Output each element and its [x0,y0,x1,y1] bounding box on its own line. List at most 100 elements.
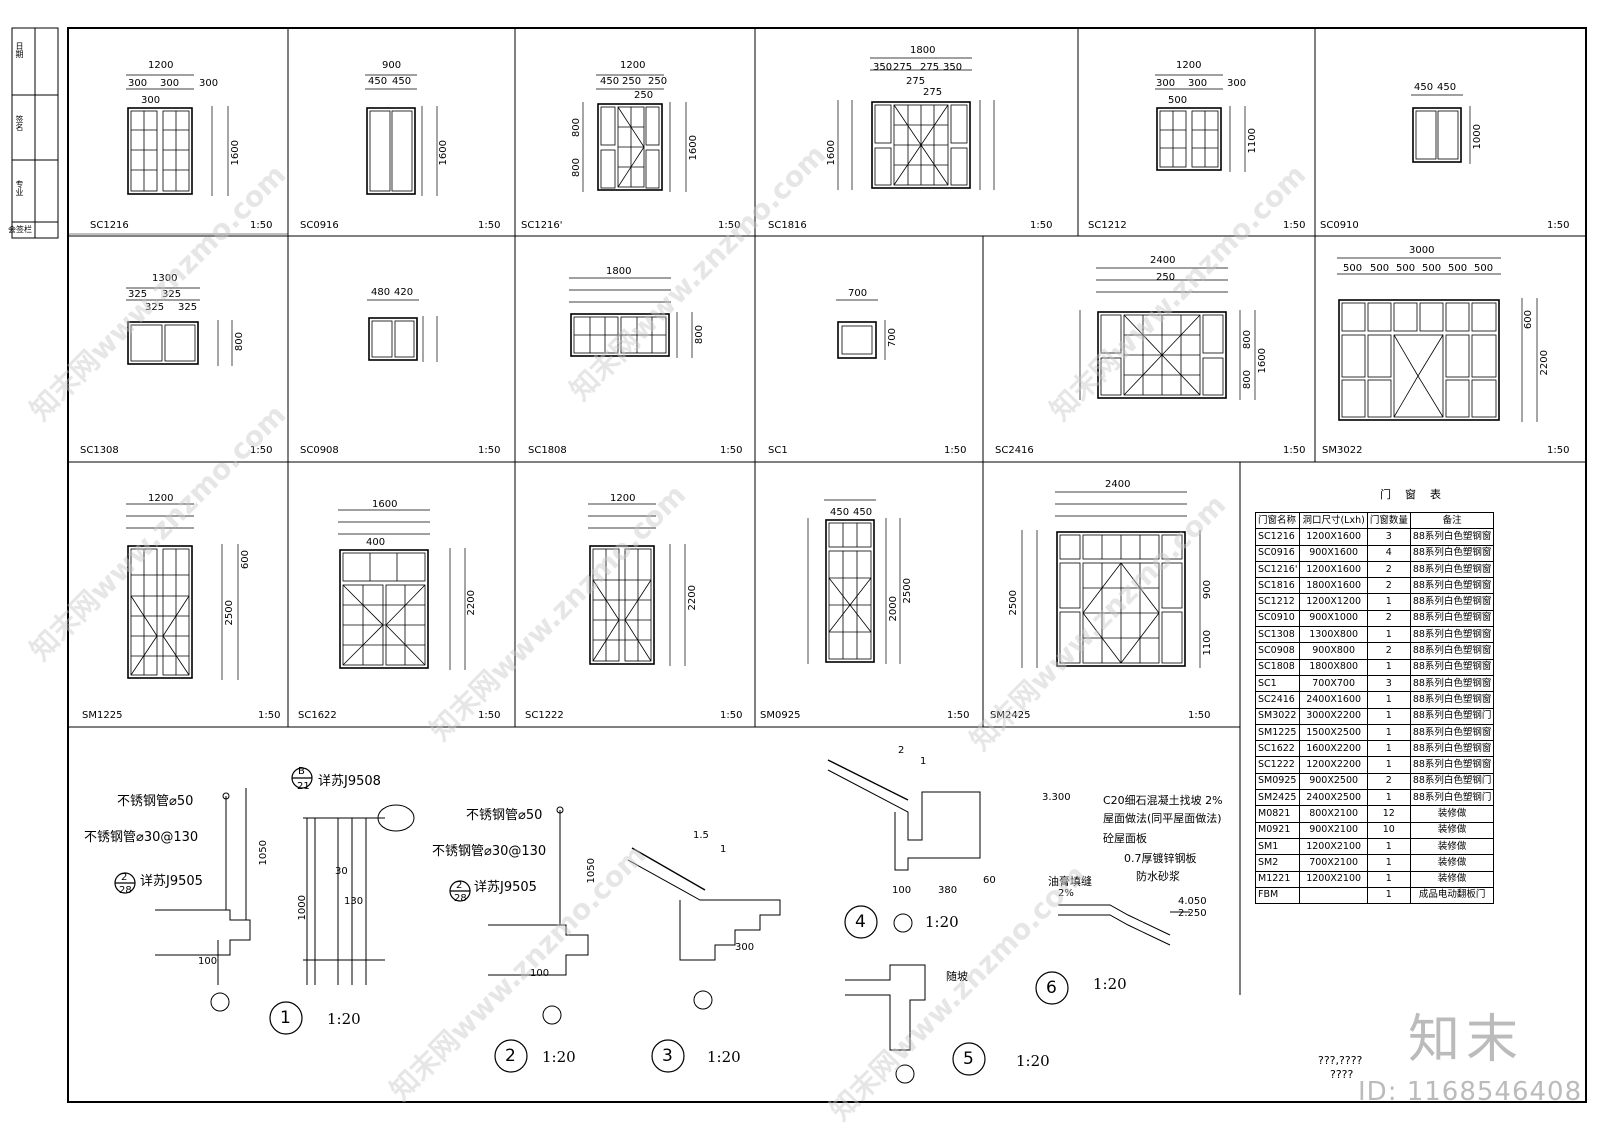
dim-label: 480 [371,287,391,298]
d6-roof: 屋面做法(同平屋面做法) [1103,812,1222,825]
table-cell: 2 [1366,772,1411,791]
window-sc0908 [368,317,418,361]
dim-label: 1000 [1472,124,1483,150]
table-cell: 88系列白色塑钢窗 [1409,560,1495,579]
dim-60: 60 [983,875,996,886]
dim-label: 325 [178,302,198,313]
table-cell: SM1 [1254,837,1301,856]
table-cell: SM2 [1254,854,1301,872]
panel-code: SC1216 [90,220,129,231]
table-cell: 1 [1366,789,1411,807]
table-cell: M1221 [1254,870,1301,888]
panel-code: SC1 [768,445,788,456]
table-cell: 1200X1200 [1299,593,1368,611]
detail-bubble-1 [269,1001,303,1035]
panel-scale: 1:50 [718,220,741,231]
dim-label: 1200 [1176,60,1202,71]
table-cell: 900X800 [1299,642,1368,660]
table-cell: 1300X800 [1299,626,1368,644]
table-cell: SC0910 [1254,609,1301,628]
dim-label: 325 [145,302,165,313]
d1-tube50: 不锈钢管⌀50 [117,794,194,809]
table-cell: 4 [1366,544,1411,562]
panel-scale: 1:50 [1547,445,1570,456]
d6-fill: 油膏填缝 [1048,875,1092,888]
detail-bubble-3 [651,1039,685,1073]
dim-label: 2400 [1150,255,1176,266]
dim-label: 700 [887,328,898,348]
table-cell: 10 [1366,821,1411,839]
table-cell: 900X1600 [1299,544,1368,562]
table-cell: 1 [1366,870,1411,888]
bubble-28b: 28 [454,893,467,904]
table-cell: 装修做 [1409,870,1495,888]
detail-scale-6: 1:20 [1093,975,1127,993]
window-sc0910 [1412,107,1462,163]
panel-code: SM2425 [990,710,1031,721]
table-cell [1299,886,1368,905]
table-cell: SC1622 [1254,740,1301,758]
table-cell: 2 [1366,642,1411,660]
table-cell: 成品电动翻板门 [1409,886,1495,905]
detail-num-4: 4 [855,912,866,932]
table-cell: 88系列白色塑钢窗 [1409,691,1495,709]
table-cell: SC1222 [1254,756,1301,774]
detail-bubble-5 [952,1042,986,1076]
dim-label: 350 [943,62,963,73]
dim-label: 250 [622,76,642,87]
table-cell: SC1808 [1254,658,1301,676]
dim-label: 500 [1474,263,1494,274]
detail-bubble-2 [494,1039,528,1073]
table-cell: 3 [1366,674,1411,693]
table-cell: 1 [1366,886,1411,905]
detail-bubble-4 [844,905,878,939]
table-cell: M0821 [1254,805,1301,823]
d6-slope: 2% [1058,888,1074,899]
table-cell: 88系列白色塑钢门 [1409,789,1495,807]
slope-1b: 1 [920,756,927,767]
table-cell: 2400X2500 [1299,789,1368,807]
dim-label: 300 [128,78,148,89]
dim-label: 300 [1156,78,1176,89]
dim-label: 1600 [372,499,398,510]
dim-130: 130 [344,896,364,907]
dim-label: 1300 [152,273,178,284]
dim-100b: 100 [198,956,218,967]
panel-scale: 1:50 [720,710,743,721]
dim-30: 30 [335,866,348,877]
dim-label: 350 [873,62,893,73]
table-cell: SM0925 [1254,772,1301,791]
bubble-b: B [298,766,305,777]
dim-label: 500 [1168,95,1188,106]
dim-label: 325 [162,289,182,300]
detail-bubble-6 [1035,971,1069,1005]
detail-num-5: 5 [963,1049,974,1069]
panel-code: SC1222 [525,710,564,721]
dim-label: 900 [382,60,402,71]
window-sc1816 [871,101,971,189]
table-cell: 1200X1600 [1299,528,1368,546]
watermark-id: ID: 1168546408 [1358,1077,1583,1107]
table-cell: 88系列白色塑钢窗 [1409,593,1495,611]
detail-scale-3: 1:20 [707,1048,741,1066]
window-sc1216p [597,103,663,191]
dim-label: 2400 [1105,479,1131,490]
dim-label: 500 [1396,263,1416,274]
dim-label: 800 [694,325,705,345]
dim-label: 450 [600,76,620,87]
dim-label: 250 [1156,272,1176,283]
dim-label: 2000 [888,596,899,622]
dim-label: 450 [392,76,412,87]
dim-300: 300 [735,942,755,953]
table-cell: 88系列白色塑钢窗 [1409,658,1495,676]
table-cell: 900X1000 [1299,609,1368,628]
dim-label: 300 [160,78,180,89]
table-cell: 900X2100 [1299,821,1368,839]
